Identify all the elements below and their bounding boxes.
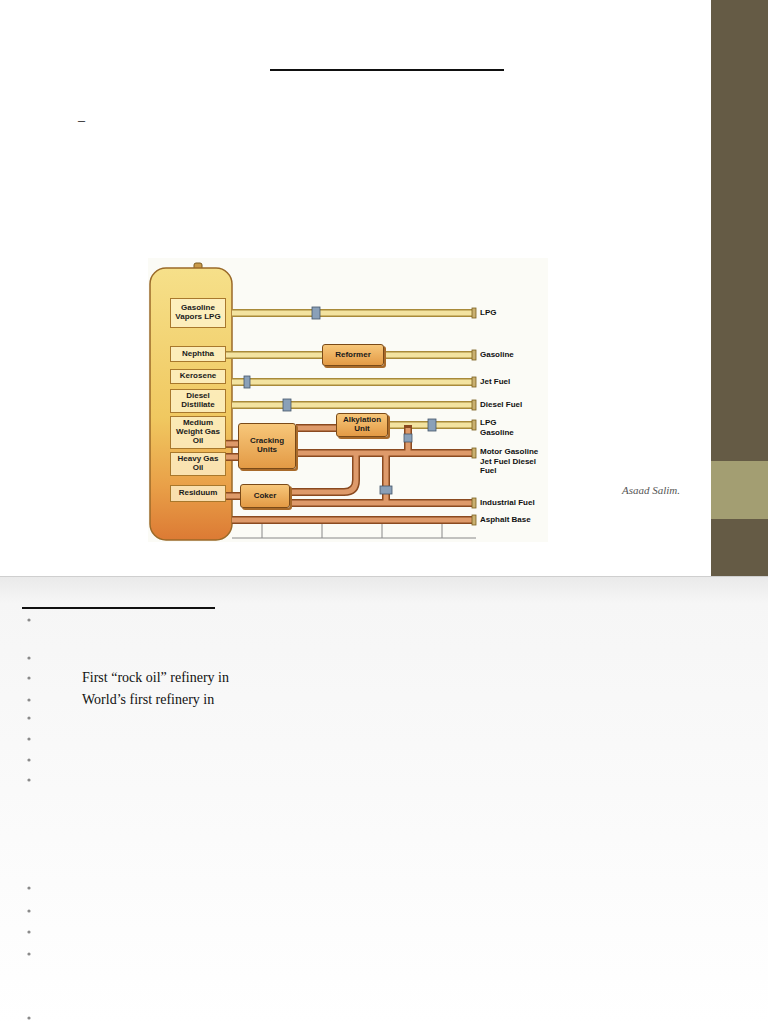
tower-band: Heavy Gas Oil: [170, 452, 226, 476]
top-slide: [0, 0, 768, 576]
bullet-dots: [27, 618, 30, 1019]
pipe-supports: [232, 524, 476, 538]
bullet-text: World’s first refinery in: [82, 692, 214, 708]
node-text: Coker: [254, 492, 277, 501]
feed-pipe: [226, 494, 240, 499]
pipe-outline: [226, 440, 238, 448]
tower-band: Diesel Distillate: [170, 389, 226, 413]
bottom-slide: [0, 576, 768, 1024]
feed-pipe: [226, 455, 238, 460]
refinery-illustration: [148, 258, 548, 542]
node-text: Heavy Gas Oil: [174, 455, 222, 473]
tower-band: Nephtha: [170, 346, 226, 362]
node-text: Alkylation Unit: [341, 416, 383, 434]
pipe-outline: [226, 492, 240, 500]
feed-pipe: [296, 426, 336, 431]
side-strip: [711, 0, 768, 576]
process-unit: Alkylation Unit: [336, 413, 388, 437]
dash-mark: –: [78, 113, 85, 129]
node-text: Diesel Distillate: [174, 392, 222, 410]
bullet-text: First “rock oil” refinery in: [82, 670, 229, 686]
feed-pipe: [226, 353, 322, 358]
tower-band: Residuum: [170, 485, 226, 502]
pipe-end-caps: [472, 308, 476, 525]
pipe-outline: [226, 453, 238, 461]
product-label: Jet Fuel: [480, 377, 510, 387]
feed-pipe: [226, 441, 238, 446]
product-label: Industrial Fuel: [480, 498, 535, 508]
figure-ground: [148, 258, 548, 542]
tower-band: Gasoline Vapors LPG: [170, 298, 226, 328]
product-label: Gasoline: [480, 350, 514, 360]
side-square: [711, 461, 768, 519]
product-label: Diesel Fuel: [480, 400, 522, 410]
product-label: Motor Gasoline Jet Fuel Diesel Fuel: [480, 447, 544, 476]
node-text: Cracking Units: [243, 437, 291, 455]
distillation-tower: [150, 268, 232, 540]
heading-underline: [22, 607, 215, 609]
process-unit: Coker: [240, 484, 290, 508]
product-label: Asphalt Base: [480, 515, 531, 525]
title-underline: [270, 69, 504, 71]
node-text: Gasoline Vapors LPG: [174, 304, 222, 322]
pipe-outline: [226, 351, 322, 359]
node-text: Residuum: [179, 489, 218, 498]
process-unit: Cracking Units: [238, 423, 296, 469]
tower-band: Medium Weight Gas Oil: [170, 416, 226, 449]
node-text: Reformer: [335, 351, 371, 360]
signature: Asaad Salim.: [622, 484, 680, 496]
node-text: Medium Weight Gas Oil: [174, 419, 222, 446]
node-text: Kerosene: [180, 372, 216, 381]
slide-divider: [0, 576, 768, 577]
product-label: LPG Gasoline: [480, 418, 520, 437]
product-label: LPG: [480, 308, 496, 318]
tower-band: Kerosene: [170, 369, 226, 384]
pipe-outline: [296, 424, 336, 432]
process-unit: Reformer: [322, 344, 384, 366]
product-pipes: [232, 313, 475, 520]
node-text: Nephtha: [182, 350, 214, 359]
